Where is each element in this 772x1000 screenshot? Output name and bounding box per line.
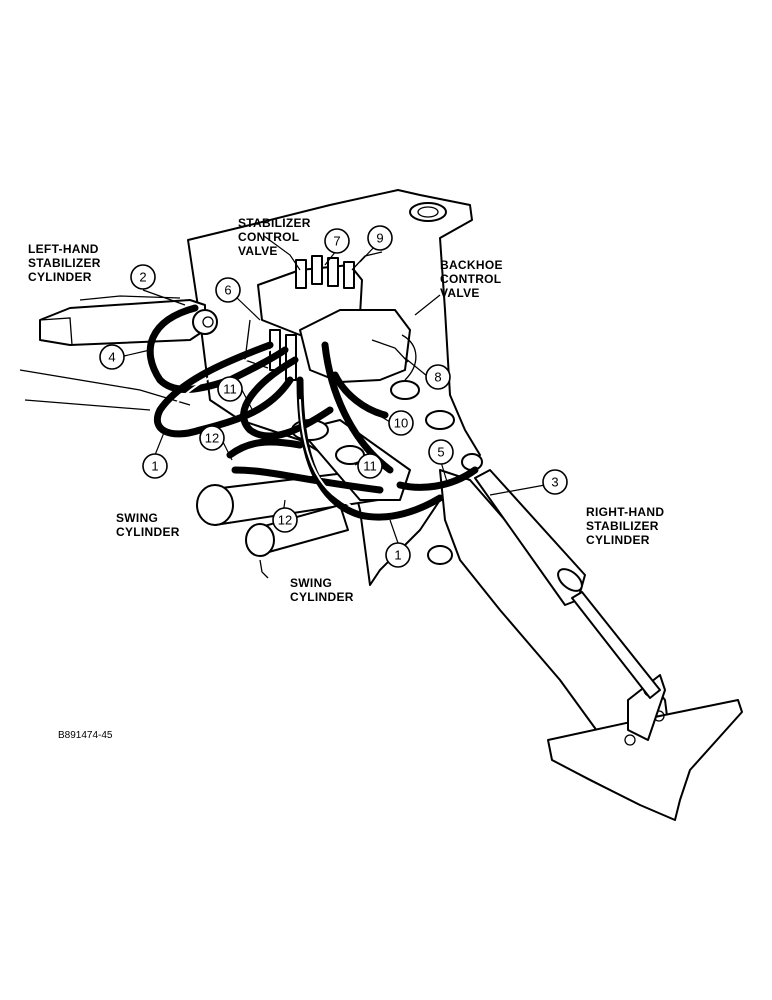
label-line: CONTROL [440,272,501,286]
callout-number: 1 [394,548,401,563]
callout-number: 9 [376,231,383,246]
callout-8: 8 [425,364,451,390]
hose-highlights [174,347,351,506]
label-line: CYLINDER [586,533,650,547]
rh-cylinder-rod [571,591,661,699]
label-swing-cylinder-bottom: SWING CYLINDER [290,576,354,604]
hose-8-tube [401,334,417,381]
hose-12 [226,438,384,494]
callout-1a: 1 [142,453,168,479]
callout-11b: 11 [357,453,383,479]
lh-cylinder-line [79,295,181,301]
callout-1b: 1 [385,542,411,568]
swing-cylinder-left-end [196,484,234,526]
callout-2: 2 [130,264,156,290]
callout-6: 6 [215,277,241,303]
backhoe-control-valve [299,309,411,383]
callout-4: 4 [99,344,125,370]
swing-pivot-low [427,545,453,565]
callout-number: 2 [139,270,146,285]
hose-5 [396,466,479,491]
label-line: VALVE [238,244,278,258]
callout-number: 1 [151,459,158,474]
foot-pad-edge [551,759,641,806]
swing-cylinder-lower-end [245,523,275,557]
label-line: BACKHOE [440,258,503,272]
valve-detail [371,339,409,363]
foot-pivot [624,734,636,746]
callout-number: 12 [205,431,219,446]
swing-pivot-top [390,380,420,400]
rh-cylinder-collar [557,568,583,592]
callout-number: 11 [223,382,237,397]
lh-cylinder-eye [192,309,218,335]
label-line: CYLINDER [116,525,180,539]
lh-frame-edge [19,369,191,406]
callout-number: 4 [108,350,115,365]
label-line: SWING [290,576,332,590]
label-right-hand-stabilizer-cylinder: RIGHT-HAND STABILIZER CYLINDER [586,505,664,547]
label-line: LEFT-HAND [28,242,99,256]
label-line: CONTROL [238,230,299,244]
callout-number: 6 [224,283,231,298]
label-line: STABILIZER [28,256,101,270]
label-backhoe-control-valve: BACKHOE CONTROL VALVE [440,258,503,300]
label-line: CYLINDER [28,270,92,284]
callout-number: 10 [394,416,408,431]
frame-boss [409,202,447,222]
label-swing-cylinder-left: SWING CYLINDER [116,511,180,539]
callout-number: 11 [363,459,377,474]
callout-number: 12 [278,513,292,528]
figure-code: B891474-45 [58,730,113,741]
label-line: VALVE [440,286,480,300]
hose-10 [331,371,389,419]
callout-number: 5 [437,445,444,460]
frame-boss-hole [417,206,439,218]
callout-12b: 12 [272,507,298,533]
callout-5: 5 [428,439,454,465]
callout-11a: 11 [217,376,243,402]
label-line: SWING [116,511,158,525]
swing-pivot-right [425,410,455,430]
swing-cylinder-pin [259,559,269,579]
lh-frame-edge-2 [24,399,151,411]
callout-number: 7 [333,234,340,249]
lh-cylinder-band [39,317,73,346]
rh-cylinder-fitting [461,453,483,471]
label-line: STABILIZER [238,216,311,230]
callout-9: 9 [367,225,393,251]
callout-12a: 12 [199,425,225,451]
callout-3: 3 [542,469,568,495]
label-line: STABILIZER [586,519,659,533]
callout-10: 10 [388,410,414,436]
lh-cylinder-barrel [39,299,206,346]
label-line: CYLINDER [290,590,354,604]
label-line: RIGHT-HAND [586,505,664,519]
label-left-hand-stabilizer-cylinder: LEFT-HAND STABILIZER CYLINDER [28,242,101,284]
callout-number: 3 [551,475,558,490]
label-stabilizer-control-valve: STABILIZER CONTROL VALVE [238,216,311,258]
callout-7: 7 [324,228,350,254]
hose-4 [146,304,289,393]
callout-number: 8 [434,370,441,385]
lh-cylinder-eye-hole [202,316,214,328]
